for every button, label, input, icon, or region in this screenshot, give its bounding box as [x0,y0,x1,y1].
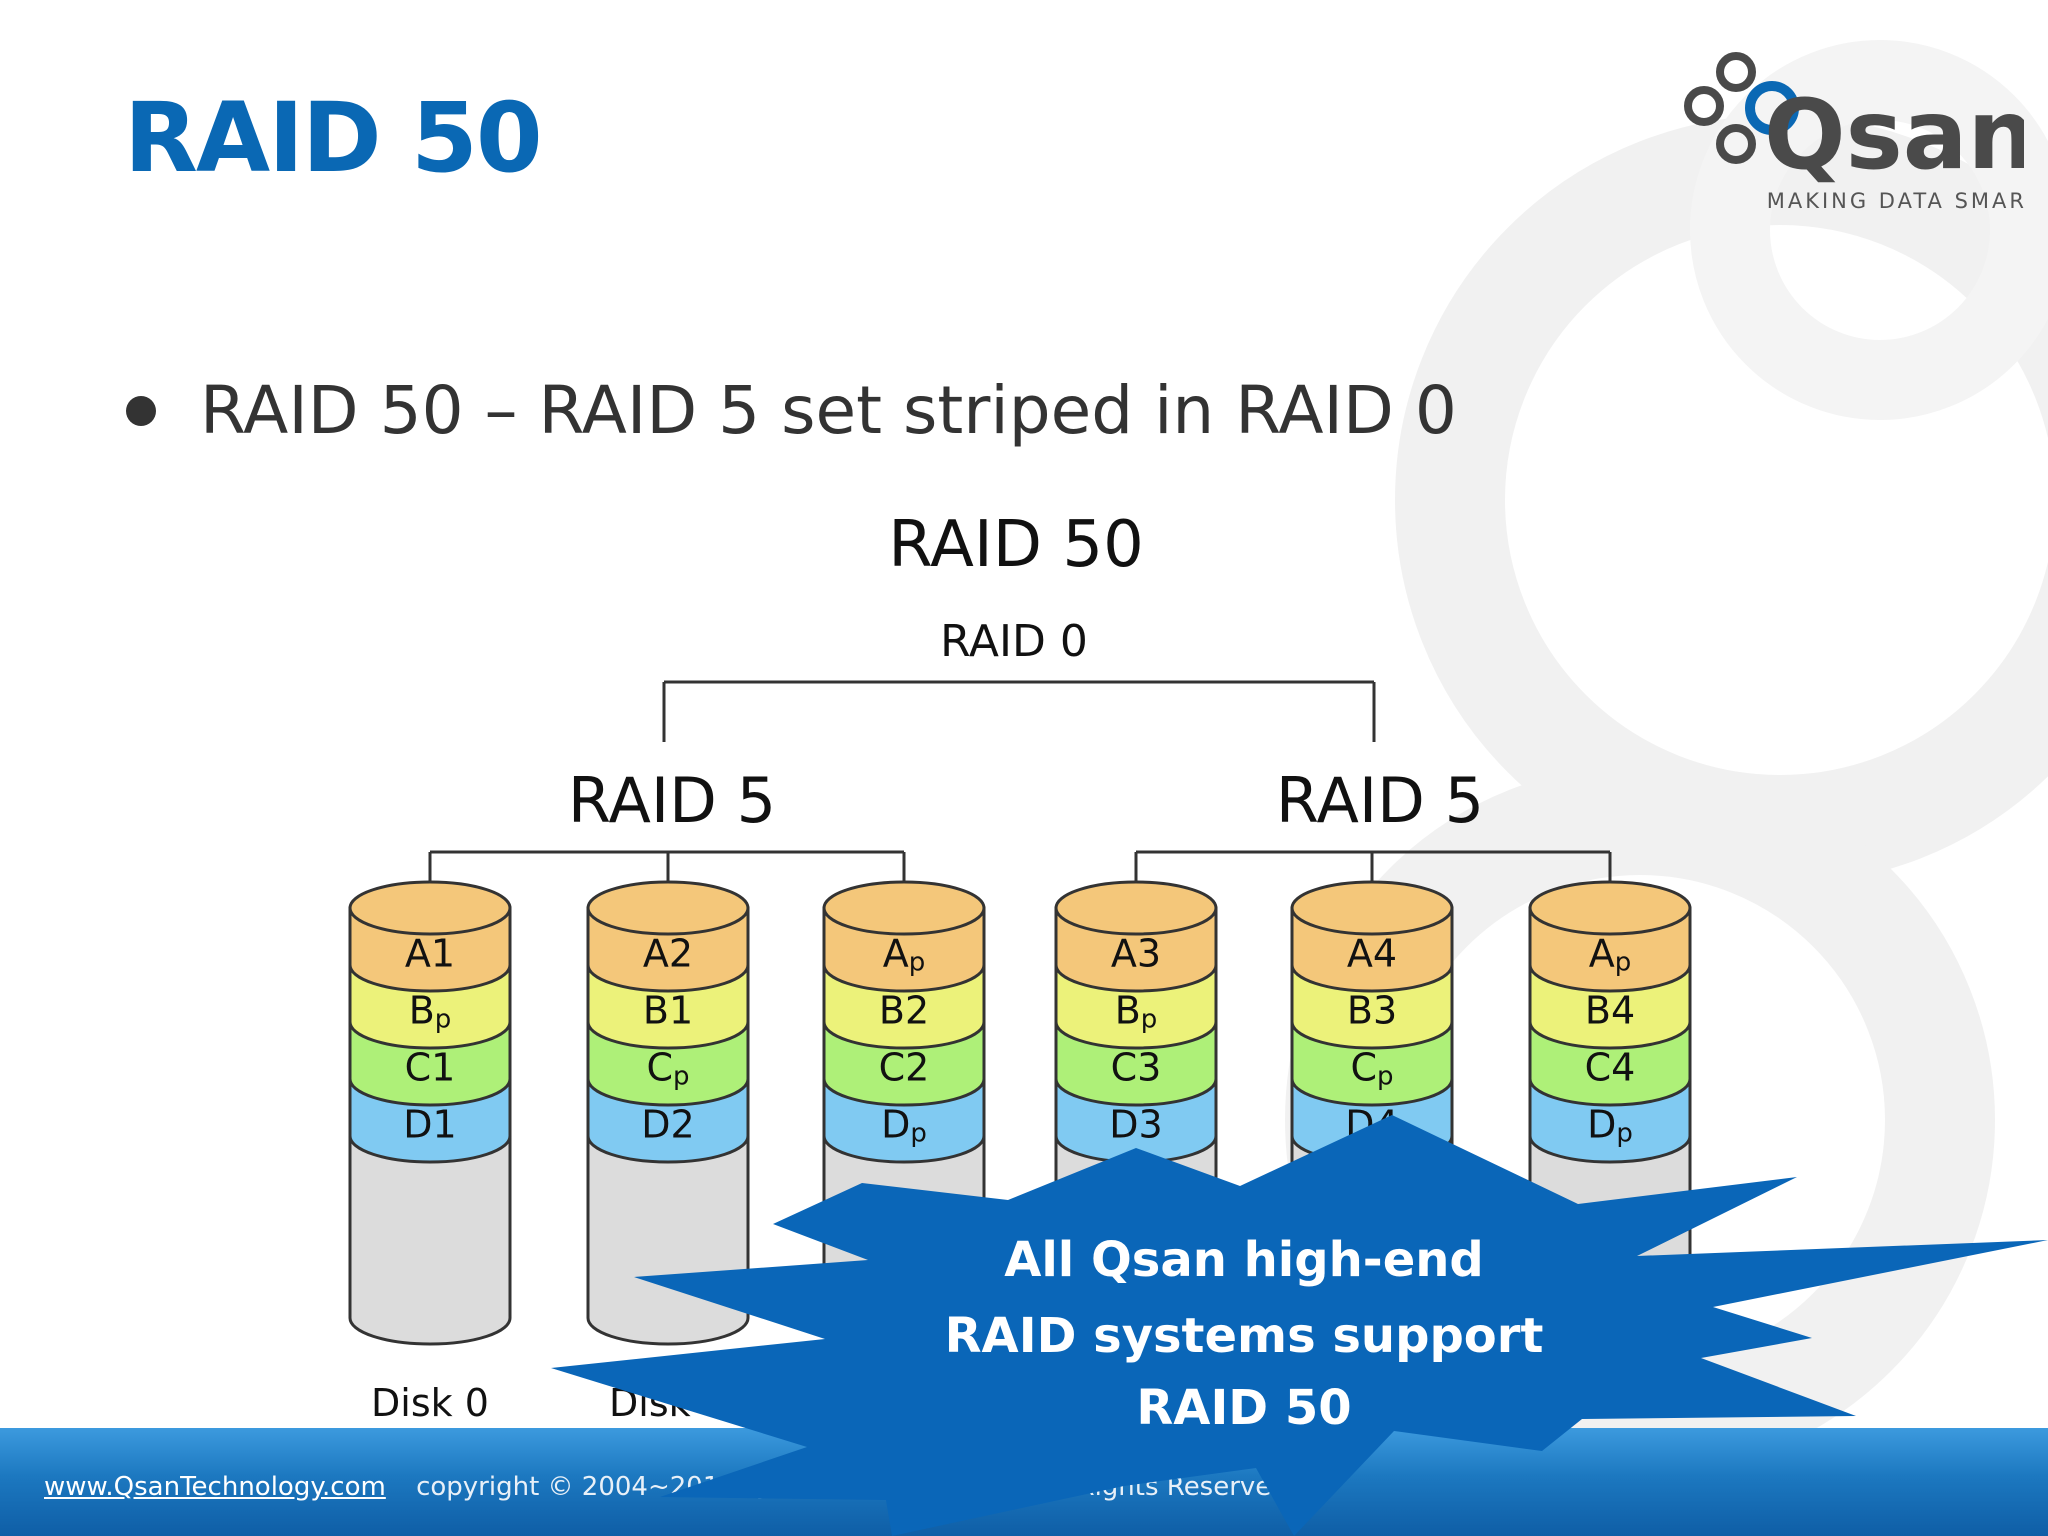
disk-top-cap [586,880,750,936]
group-label-left: RAID 5 [568,764,776,837]
disk-name: Disk 0 [371,1381,489,1425]
block-label: C2 [879,1046,930,1090]
disk-top-cap [348,880,512,936]
block-label: Ap [883,932,926,978]
disk-top-cap [1290,880,1454,936]
block-label: Cp [646,1046,689,1092]
logo-tagline: MAKING DATA SMART [1767,189,2024,213]
bullet-item: RAID 50 – RAID 5 set striped in RAID 0 [126,372,1457,449]
block-label: B3 [1347,989,1397,1033]
block-label: B4 [1585,989,1635,1033]
disk-top-cap [1528,880,1692,936]
block-label: D2 [641,1103,694,1147]
block-label: A3 [1111,932,1161,976]
bullet-dot [126,395,156,426]
block-label: Ap [1589,932,1632,978]
block-label: Bp [1115,989,1158,1035]
qsan-logo: Qsan MAKING DATA SMART [1684,52,2024,213]
slide-title: RAID 50 [124,82,543,194]
block-label: A2 [643,932,693,976]
diagram-top-label: RAID 0 [940,616,1088,667]
block-label: B2 [879,989,929,1033]
disk-top-cap [1054,880,1218,936]
block-label: C1 [405,1046,456,1090]
block-label: D3 [1109,1103,1162,1147]
footer-website-link[interactable]: www.QsanTechnology.com [44,1472,386,1502]
block-label: D1 [403,1103,456,1147]
group-label-right: RAID 5 [1276,764,1484,837]
block-label: Dp [881,1103,927,1149]
block-label: A1 [405,932,455,976]
block-label: Dp [1587,1103,1633,1149]
disk-1: A2B1CpD2Disk 1 [586,880,750,1425]
diagram-title: RAID 50 [888,508,1144,582]
callout-text: All Qsan high-end RAID systems support R… [945,1232,1544,1436]
block-label: C3 [1111,1046,1162,1090]
callout-line-2: RAID systems support [945,1308,1544,1364]
disk-top-cap [822,880,986,936]
callout-line-1: All Qsan high-end [1004,1232,1484,1288]
raid0-bracket [662,680,1376,742]
logo-wordmark: Qsan [1764,79,2024,191]
callout-line-3: RAID 50 [1136,1380,1351,1436]
block-label: A4 [1347,932,1397,976]
callout-shape [551,1115,2048,1536]
bullet-text: RAID 50 – RAID 5 set striped in RAID 0 [200,372,1457,449]
block-label: C4 [1585,1046,1636,1090]
block-label: B1 [643,989,693,1033]
block-label: Bp [409,989,452,1035]
block-label: Cp [1350,1046,1393,1092]
